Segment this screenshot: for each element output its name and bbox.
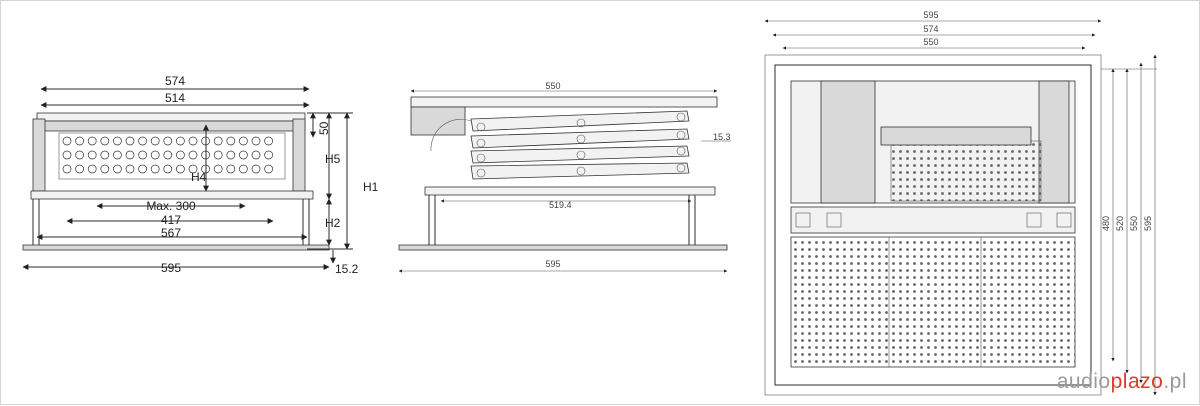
chain-link xyxy=(239,164,248,174)
front-ceiling-plate xyxy=(22,244,330,251)
front-base-plate xyxy=(30,190,314,200)
chain-link xyxy=(163,164,173,174)
chain-link xyxy=(188,164,198,174)
chain-link xyxy=(125,164,135,174)
chain-link xyxy=(75,164,84,174)
chain-link xyxy=(150,150,160,160)
chain-link xyxy=(163,150,173,160)
chain-link xyxy=(138,136,147,146)
chain-link xyxy=(163,136,173,146)
chain-link xyxy=(176,164,185,174)
dim-h5: H5 xyxy=(325,152,341,166)
chain-link xyxy=(87,136,97,146)
chain-link xyxy=(150,164,160,174)
dim-h4: H4 xyxy=(191,170,207,184)
chain-link xyxy=(125,136,135,146)
chain-link xyxy=(62,136,72,146)
dim-567: 567 xyxy=(161,226,181,240)
chain-link xyxy=(113,150,122,160)
dim-480: 480 xyxy=(1101,216,1111,231)
chain-link xyxy=(62,164,72,174)
front-view: 574 514 Max. 300 417 567 595 H4 xyxy=(22,74,379,276)
chain-link xyxy=(264,136,273,146)
chain-link xyxy=(213,164,223,174)
chain-link xyxy=(239,136,248,146)
dim-595-side: 595 xyxy=(545,259,560,269)
dim-574: 574 xyxy=(165,74,185,88)
dim-514: 514 xyxy=(165,91,185,105)
chain-link xyxy=(113,164,122,174)
side-scissor-arms xyxy=(470,110,690,180)
logo-part-domain: .pl xyxy=(1163,370,1187,393)
chain-link xyxy=(75,136,84,146)
chain-link xyxy=(213,136,223,146)
logo-part-plazo: plazo xyxy=(1110,370,1164,393)
chain-link xyxy=(113,136,122,146)
dim-595-top: 595 xyxy=(923,10,938,20)
dim-595-front: 595 xyxy=(161,261,181,275)
dim-h1: H1 xyxy=(363,180,379,194)
chain-link xyxy=(251,150,261,160)
chain-link xyxy=(125,150,135,160)
chain-link xyxy=(138,164,147,174)
chain-link xyxy=(87,150,97,160)
top-view: 595 574 550 480 520 550 595 xyxy=(764,10,1157,396)
chain-link xyxy=(150,136,160,146)
logo-part-audio: audio xyxy=(1056,370,1111,393)
top-outer-frame xyxy=(764,54,1102,396)
dim-max300: Max. 300 xyxy=(146,199,196,213)
dim-h2: H2 xyxy=(325,216,341,230)
chain-link xyxy=(251,164,261,174)
top-mid-band xyxy=(790,206,1076,234)
chain-link xyxy=(226,164,236,174)
chain-link xyxy=(75,150,84,160)
top-inner-frame xyxy=(774,64,1092,386)
chain-link xyxy=(138,150,147,160)
front-right-plate xyxy=(292,118,306,192)
chain-link xyxy=(176,150,185,160)
side-view: 550 519.4 595 15.3 xyxy=(398,81,731,273)
chain-link xyxy=(264,164,273,174)
front-top-bar xyxy=(36,112,306,122)
dim-15-3: 15.3 xyxy=(713,132,731,142)
chain-link xyxy=(100,150,110,160)
dim-550-side: 550 xyxy=(545,81,560,91)
dim-595-vert: 595 xyxy=(1143,216,1153,231)
chain-link xyxy=(87,164,97,174)
side-motor-block xyxy=(410,106,466,136)
dim-574-top: 574 xyxy=(923,24,938,34)
chain-link xyxy=(251,136,261,146)
side-bottom-plate xyxy=(424,186,716,196)
dim-519-4: 519.4 xyxy=(549,200,572,210)
side-ceiling-plate xyxy=(398,244,728,251)
dim-15-2: 15.2 xyxy=(335,262,359,276)
side-top-plate xyxy=(410,96,718,108)
chain-link xyxy=(213,150,223,160)
front-chain-area xyxy=(58,132,286,180)
dim-417: 417 xyxy=(161,213,181,227)
chain-link xyxy=(100,164,110,174)
chain-link xyxy=(226,150,236,160)
dim-520: 520 xyxy=(1115,216,1125,231)
chain-link xyxy=(239,150,248,160)
front-chain-links xyxy=(62,136,273,174)
front-rail xyxy=(36,120,306,132)
chain-link xyxy=(188,136,198,146)
top-perforated-panel xyxy=(790,236,1076,368)
chain-link xyxy=(62,150,72,160)
dim-550-vert: 550 xyxy=(1129,216,1139,231)
chain-link xyxy=(226,136,236,146)
front-left-plate xyxy=(32,118,46,192)
dim-550-top: 550 xyxy=(923,37,938,47)
chain-link xyxy=(100,136,110,146)
chain-link xyxy=(188,150,198,160)
audioplazo-logo: audioplazo.pl xyxy=(1057,370,1187,394)
chain-link xyxy=(176,136,185,146)
chain-link xyxy=(264,150,273,160)
